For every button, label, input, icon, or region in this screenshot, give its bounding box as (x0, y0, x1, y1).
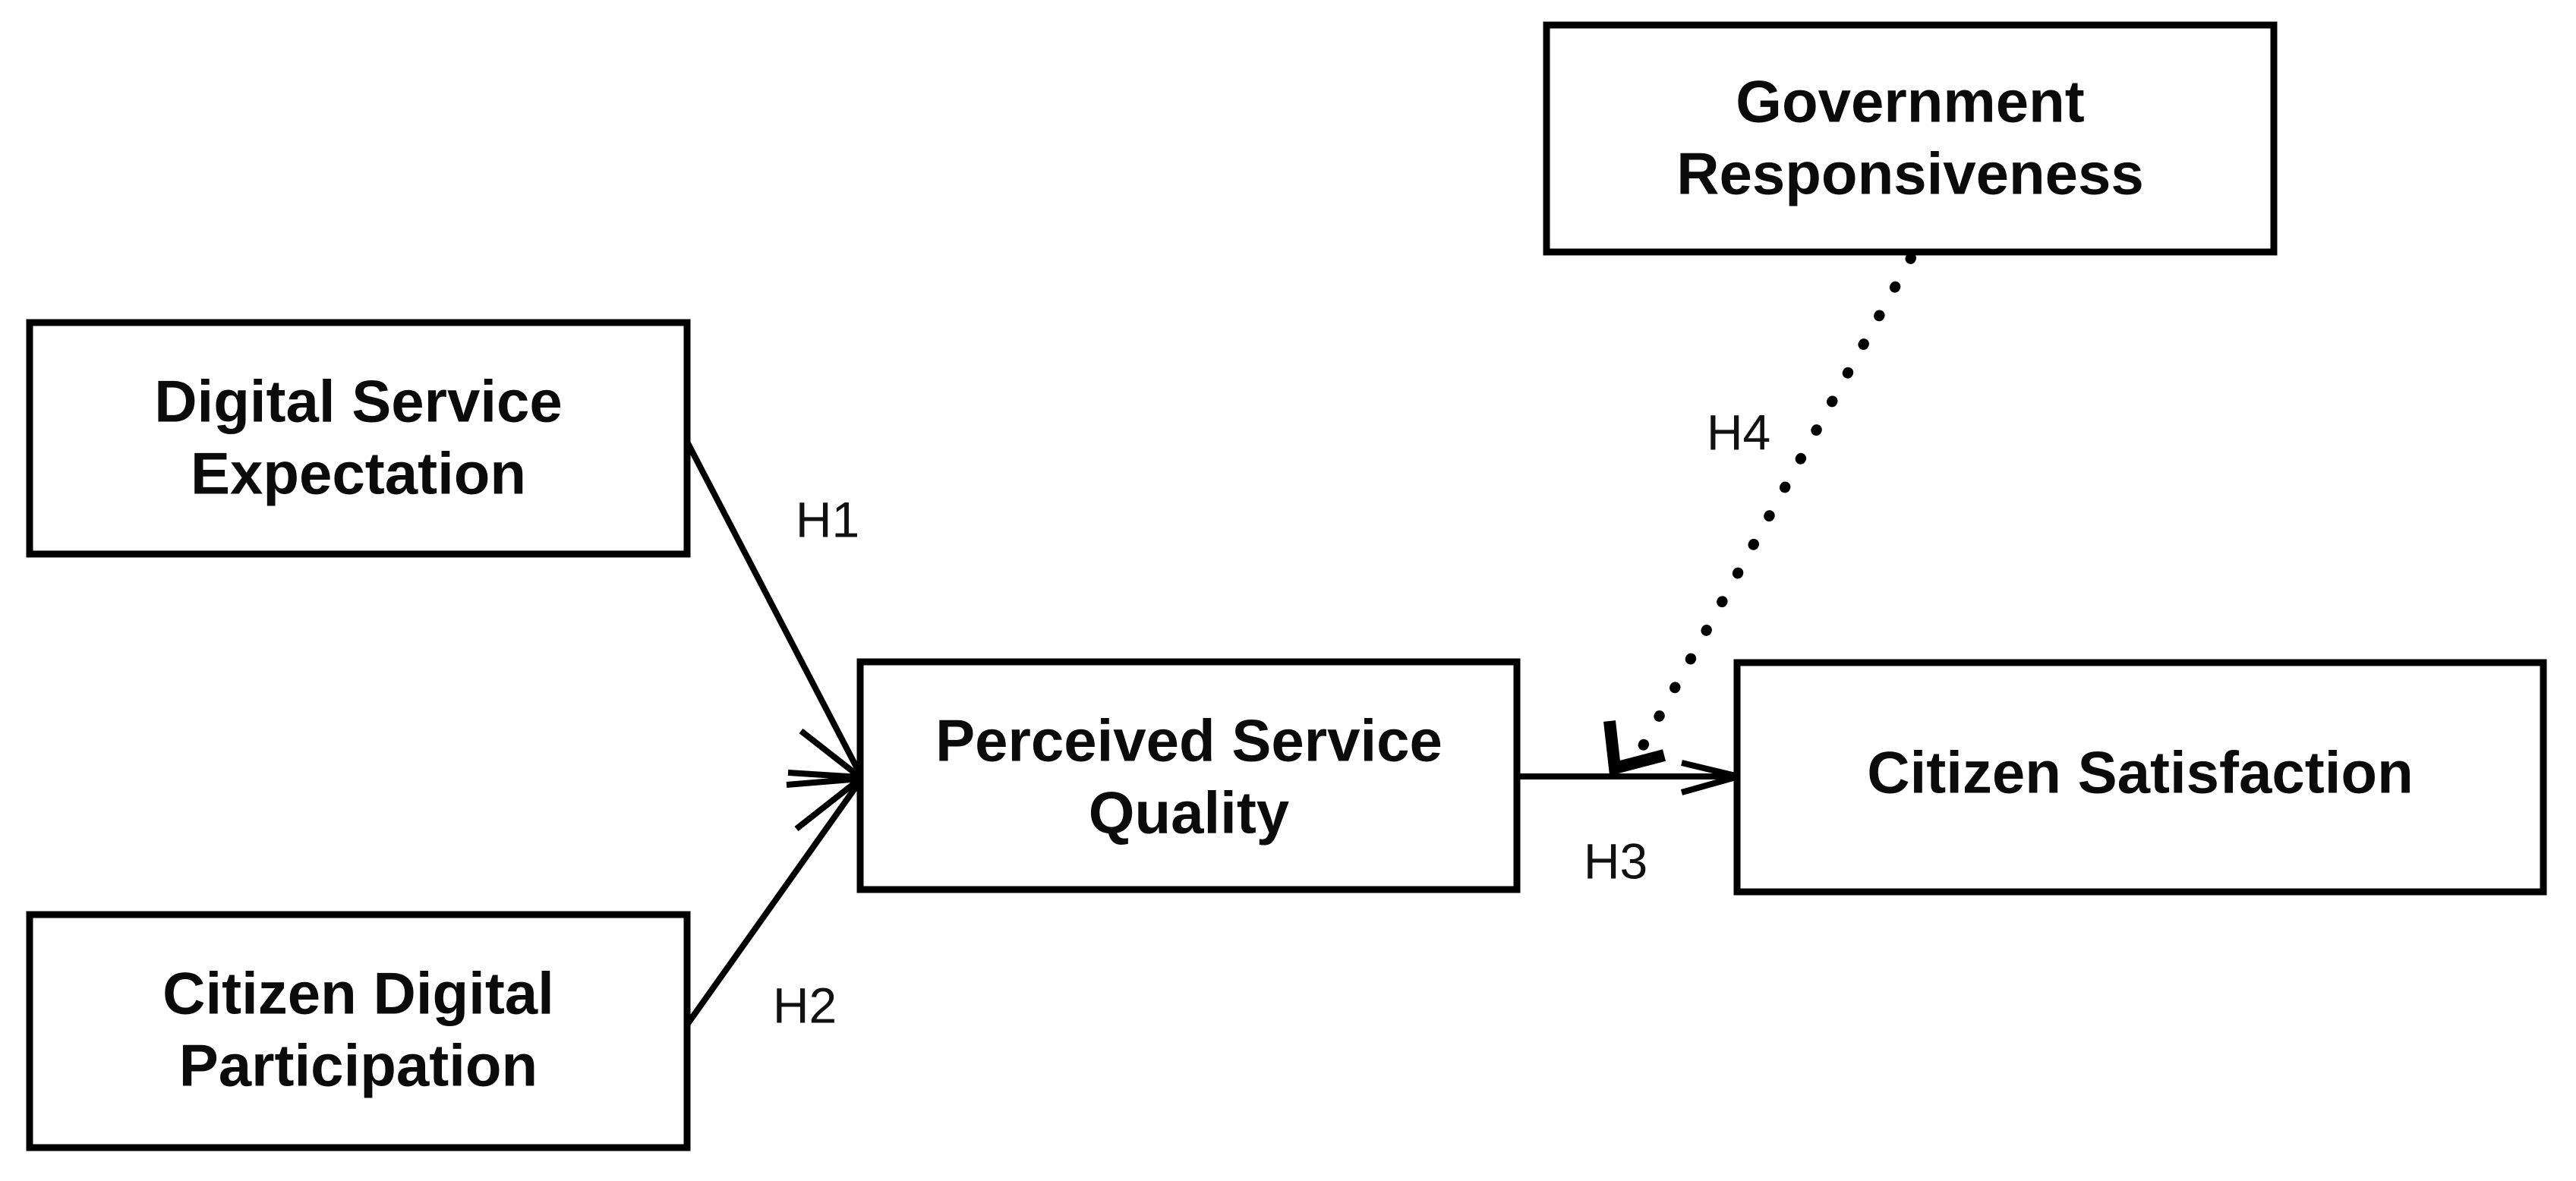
path-label-h2: H2 (773, 977, 837, 1033)
node-perceived-service-quality-label-line2: Quality (1089, 779, 1289, 846)
link-h4-arrowhead (1603, 720, 1666, 776)
node-government-responsiveness-box[interactable] (1543, 21, 2278, 256)
node-perceived-service-quality-label-line1: Perceived Service (935, 707, 1442, 774)
node-citizen-digital-participation-box[interactable] (26, 911, 691, 1151)
node-government-responsiveness[interactable]: Government Responsiveness (1543, 21, 2278, 256)
node-digital-service-expectation[interactable]: Digital Service Expectation (26, 319, 691, 558)
path-label-h4: H4 (1707, 404, 1770, 460)
node-citizen-digital-participation-label-line1: Citizen Digital (162, 960, 554, 1027)
node-citizen-satisfaction-label-line1: Citizen Satisfaction (1867, 739, 2413, 806)
node-digital-service-expectation-label-line1: Digital Service (154, 368, 563, 435)
link-h1-line (684, 440, 865, 779)
node-citizen-satisfaction[interactable]: Citizen Satisfaction (1733, 659, 2547, 896)
link-h2-arrowhead (786, 774, 870, 832)
node-government-responsiveness-label-line1: Government (1736, 68, 2084, 135)
node-digital-service-expectation-box[interactable] (26, 319, 691, 558)
path-label-h1: H1 (796, 491, 859, 547)
path-label-h3: H3 (1584, 833, 1647, 889)
node-government-responsiveness-label-line2: Responsiveness (1676, 140, 2144, 207)
link-h4 (1603, 253, 1916, 776)
link-h2-line (684, 776, 865, 1027)
node-citizen-digital-participation[interactable]: Citizen Digital Participation (26, 911, 691, 1151)
node-digital-service-expectation-label-line2: Expectation (191, 440, 526, 507)
node-citizen-satisfaction-box[interactable] (1733, 659, 2547, 896)
node-perceived-service-quality[interactable]: Perceived Service Quality (856, 658, 1521, 893)
link-h4-line (1635, 253, 1916, 757)
node-citizen-digital-participation-label-line2: Participation (179, 1032, 538, 1099)
node-perceived-service-quality-box[interactable] (856, 658, 1521, 893)
